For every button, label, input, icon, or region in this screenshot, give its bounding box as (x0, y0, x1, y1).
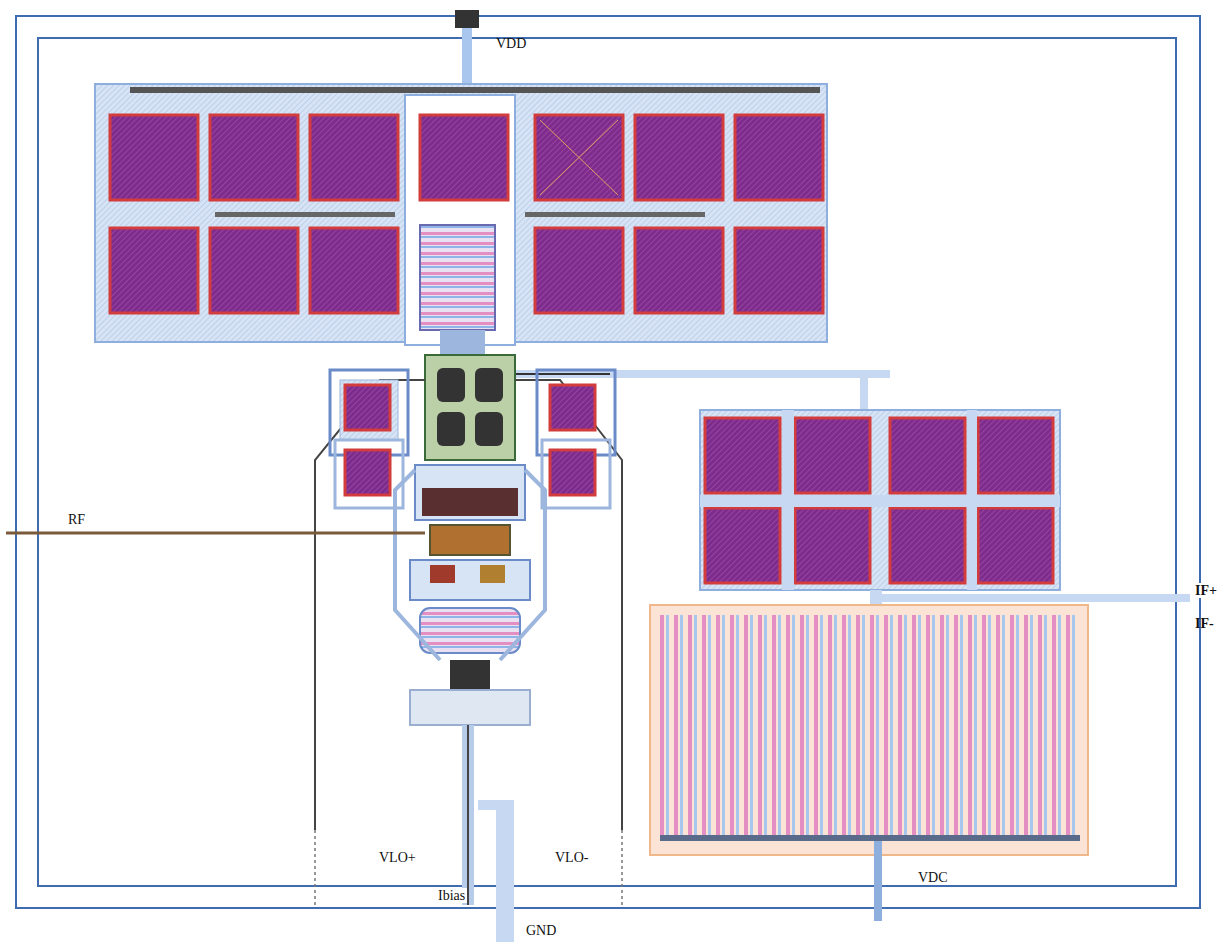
pin-label: VDC (916, 870, 950, 885)
vdd-feed (462, 28, 472, 86)
pin-label: Ibias (436, 888, 467, 903)
pin-label: VLO+ (377, 850, 418, 865)
pin-label: GND (524, 923, 558, 938)
if-out-line (880, 594, 1190, 602)
pin-label: VLO- (553, 850, 590, 865)
resistor-meander (650, 605, 1088, 921)
seal-ring (16, 16, 1200, 908)
if-capacitor-bank (700, 410, 1060, 610)
pin-label: VDD (494, 36, 528, 51)
vdd-pad (455, 10, 479, 28)
pin-label: IF+ (1193, 583, 1219, 598)
pin-label: RF (66, 512, 87, 527)
rf-line (6, 532, 425, 535)
pin-label: IF- (1193, 616, 1216, 631)
bottom-pins (315, 725, 622, 942)
seal-ring-inner (38, 38, 1176, 886)
top-capacitor-bank (95, 84, 827, 370)
if-route (470, 370, 890, 378)
